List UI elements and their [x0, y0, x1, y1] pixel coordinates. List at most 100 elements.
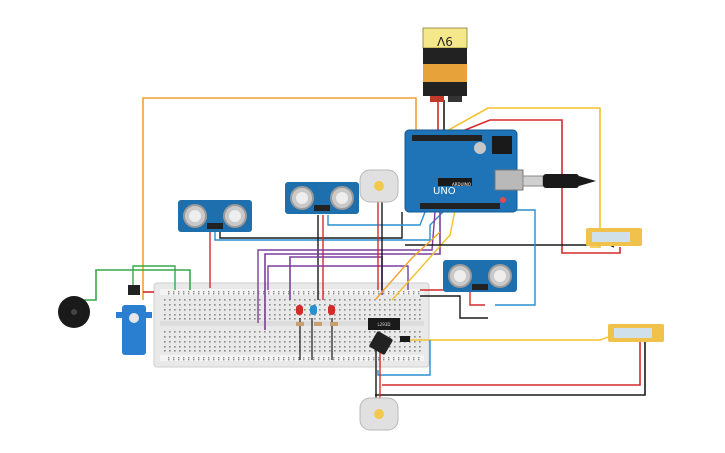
- ultrasonic-sensor-3[interactable]: [443, 260, 517, 292]
- breadboard-hole: [234, 314, 236, 316]
- ultrasonic-sensor-2[interactable]: [285, 182, 359, 214]
- motor-driver-ic[interactable]: L293D: [368, 318, 400, 330]
- breadboard-rail-hole: [233, 359, 235, 361]
- breadboard-rail-hole: [288, 359, 290, 361]
- breadboard-hole: [329, 304, 331, 306]
- wire-purple-4[interactable]: [267, 265, 409, 290]
- dc-motor-top[interactable]: [359, 169, 399, 203]
- breadboard-hole: [359, 309, 361, 311]
- breadboard-rail-hole: [318, 359, 320, 361]
- breadboard-rail-hole: [258, 357, 260, 359]
- breadboard-rail-hole: [328, 359, 330, 361]
- wire-purple-2[interactable]: [264, 212, 441, 330]
- led-red-1[interactable]: [296, 305, 303, 315]
- breadboard-hole: [199, 309, 201, 311]
- breadboard-rail-hole: [323, 359, 325, 361]
- breadboard-hole: [394, 314, 396, 316]
- breadboard-hole: [204, 318, 206, 320]
- breadboard-rail-hole: [253, 293, 255, 295]
- wire-green-buzzer[interactable]: [80, 269, 191, 301]
- breadboard-hole: [319, 304, 321, 306]
- ultrasonic-sensor-1[interactable]: [178, 200, 252, 232]
- breadboard-hole: [189, 314, 191, 316]
- breadboard-rail-hole: [378, 359, 380, 361]
- arduino-uno[interactable]: UNO ARDUINO: [404, 129, 524, 213]
- breadboard-hole: [234, 350, 236, 352]
- breadboard-hole: [349, 318, 351, 320]
- breadboard-hole: [329, 331, 331, 333]
- resistor-3[interactable]: [330, 322, 338, 326]
- breadboard-hole: [369, 346, 371, 348]
- breadboard-hole: [199, 350, 201, 352]
- wire-orange-top[interactable]: [142, 97, 417, 300]
- servo-motor[interactable]: [116, 285, 152, 355]
- battery-9v[interactable]: 9V: [422, 27, 468, 102]
- breadboard-hole: [344, 346, 346, 348]
- wire-yellow-2[interactable]: [400, 336, 609, 341]
- breadboard-hole: [294, 304, 296, 306]
- wire-red-sensor3[interactable]: [420, 289, 485, 306]
- slide-strip-1[interactable]: [586, 228, 642, 246]
- breadboard-hole: [204, 331, 206, 333]
- breadboard-hole: [274, 336, 276, 338]
- breadboard-hole: [224, 336, 226, 338]
- wire-yellow-3[interactable]: [391, 209, 456, 301]
- breadboard-hole: [214, 331, 216, 333]
- breadboard-hole: [194, 318, 196, 320]
- wire-yellow-1[interactable]: [444, 107, 601, 248]
- arduino-header-bottom: [420, 203, 500, 209]
- breadboard-hole: [334, 304, 336, 306]
- arduino-reset-button[interactable]: [500, 197, 506, 203]
- led-red-2[interactable]: [328, 305, 335, 315]
- slide-strip-2[interactable]: [608, 324, 664, 342]
- diode[interactable]: [400, 336, 410, 342]
- breadboard-hole: [249, 304, 251, 306]
- breadboard-hole: [279, 336, 281, 338]
- breadboard-rail-hole: [273, 357, 275, 359]
- breadboard-hole: [174, 336, 176, 338]
- breadboard-hole: [229, 309, 231, 311]
- breadboard-hole: [214, 346, 216, 348]
- dc-motor-bottom[interactable]: [359, 397, 399, 431]
- breadboard-rail-hole: [363, 293, 365, 295]
- resistor-2[interactable]: [314, 322, 322, 326]
- breadboard-hole: [329, 299, 331, 301]
- breadboard-hole: [254, 309, 256, 311]
- breadboard-hole: [399, 331, 401, 333]
- breadboard-hole: [329, 314, 331, 316]
- breadboard-rail-hole: [338, 359, 340, 361]
- resistor-1[interactable]: [296, 322, 304, 326]
- breadboard[interactable]: [153, 282, 430, 368]
- breadboard-rail-hole: [278, 291, 280, 293]
- transistor[interactable]: [369, 331, 394, 356]
- breadboard-hole: [419, 346, 421, 348]
- usb-cable[interactable]: [522, 174, 596, 188]
- wire-black-sensor3[interactable]: [420, 295, 488, 319]
- piezo-buzzer[interactable]: [58, 296, 90, 328]
- wire-orange-ic[interactable]: [374, 231, 441, 301]
- breadboard-rail-hole: [268, 357, 270, 359]
- breadboard-hole: [419, 350, 421, 352]
- breadboard-rail-hole: [383, 291, 385, 293]
- wire-red-strip2[interactable]: [382, 342, 641, 386]
- arduino-power-jack[interactable]: [492, 136, 512, 154]
- breadboard-rail-hole: [243, 291, 245, 293]
- wire-blue-motor[interactable]: [377, 340, 431, 376]
- breadboard-hole: [314, 336, 316, 338]
- breadboard-rail-hole: [198, 293, 200, 295]
- breadboard-hole: [189, 304, 191, 306]
- wire-black-strip2[interactable]: [375, 342, 646, 396]
- wire-purple-3[interactable]: [257, 211, 436, 323]
- wire-green-servo[interactable]: [132, 265, 176, 290]
- wire-black-strip1[interactable]: [405, 244, 615, 248]
- breadboard-hole: [274, 350, 276, 352]
- arduino-usb-port[interactable]: [494, 169, 524, 191]
- breadboard-rail-hole: [343, 357, 345, 359]
- breadboard-hole: [284, 341, 286, 343]
- breadboard-hole: [394, 309, 396, 311]
- breadboard-hole: [234, 304, 236, 306]
- wire-blue-sensor2[interactable]: [327, 211, 426, 226]
- led-blue[interactable]: [310, 305, 317, 315]
- breadboard-hole: [309, 299, 311, 301]
- breadboard-hole: [164, 318, 166, 320]
